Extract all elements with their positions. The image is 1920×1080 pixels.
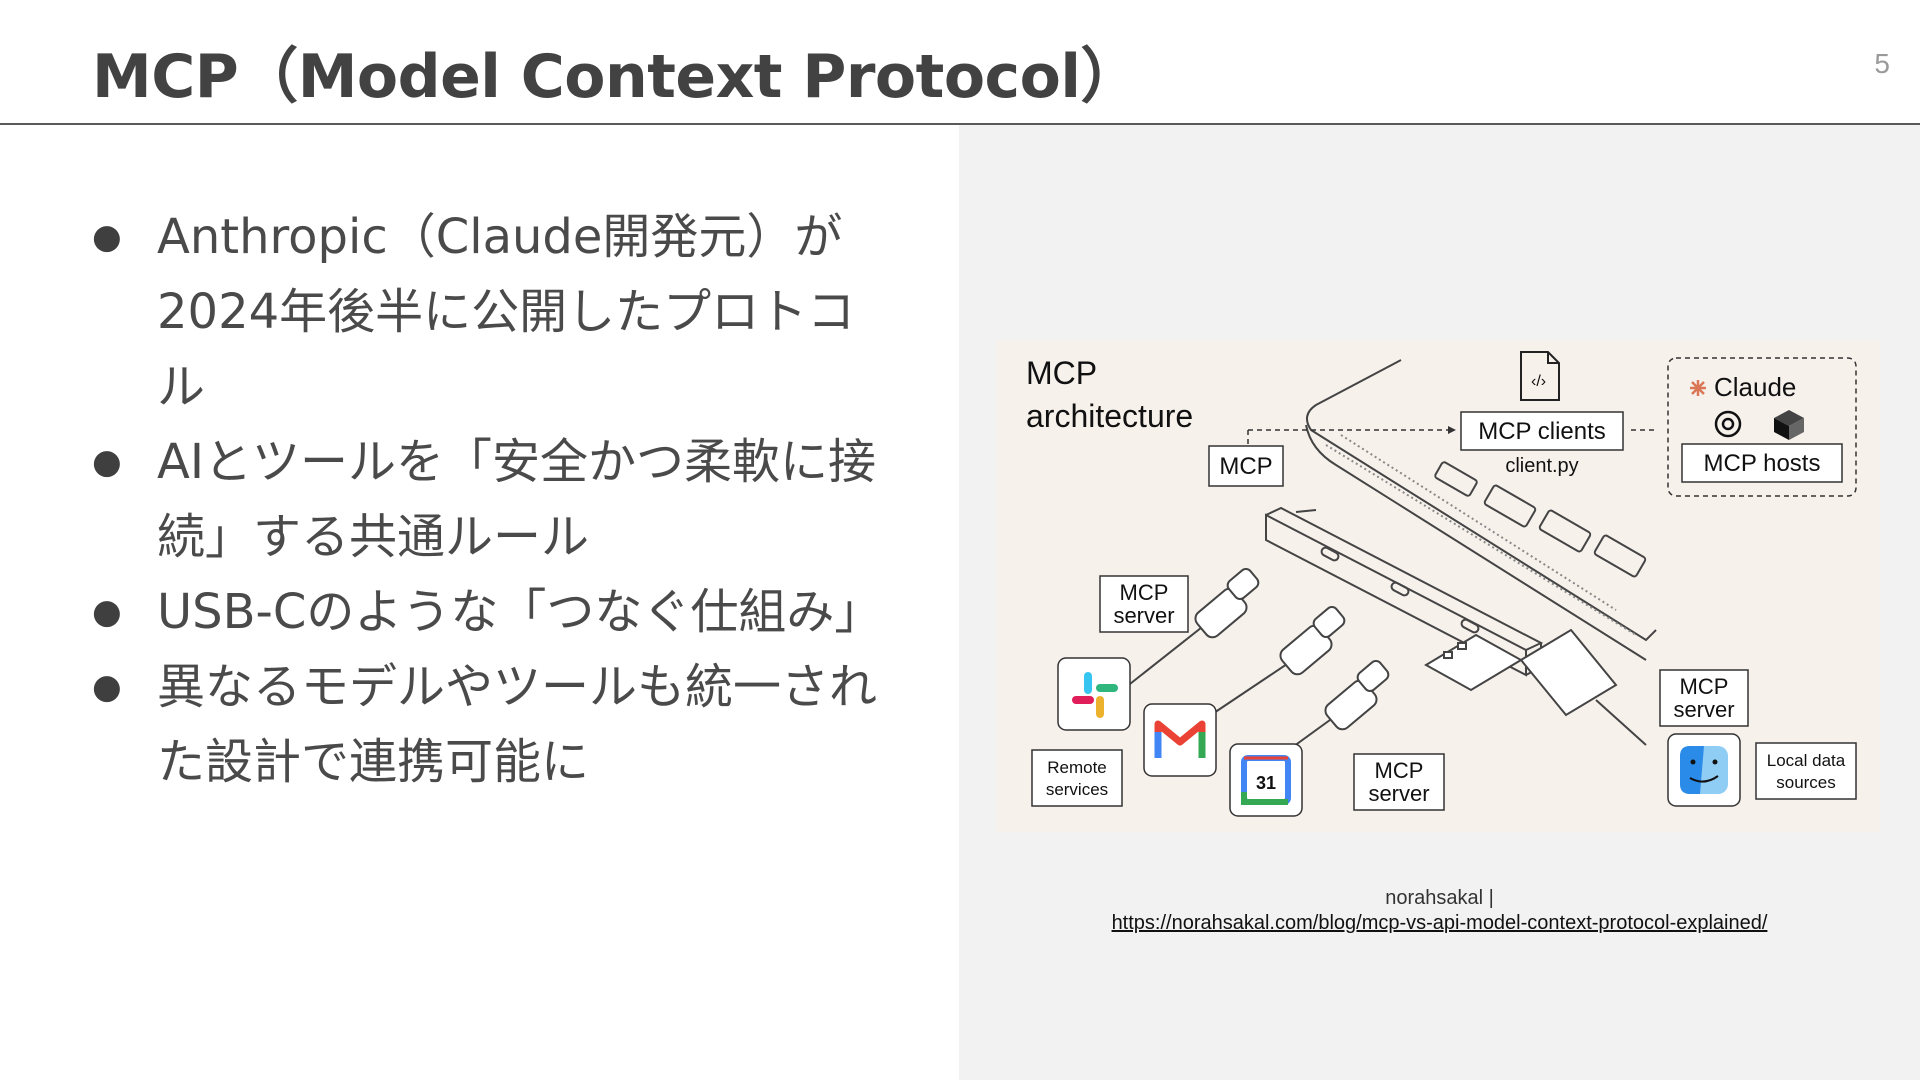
slide-title: MCP（Model Context Protocol） xyxy=(92,42,1140,112)
mcp-hosts-label: MCP hosts xyxy=(1704,450,1821,477)
svg-text:31: 31 xyxy=(1256,773,1276,793)
diagram-title-line1: MCP xyxy=(1026,355,1097,391)
bullet-text: AIとツールを「安全かつ柔軟に接続」する共通ルール xyxy=(157,434,876,565)
bullet-list: ●Anthropic（Claude開発元）が2024年後半に公開したプロトコル … xyxy=(92,200,892,800)
svg-text:server: server xyxy=(1673,697,1734,722)
remote-services-label-1: Remote xyxy=(1047,758,1107,777)
svg-text:MCP: MCP xyxy=(1680,674,1729,699)
remote-services-box xyxy=(1031,749,1123,807)
image-caption: norahsakal | https://norahsakal.com/blog… xyxy=(959,886,1920,936)
svg-text:server: server xyxy=(1113,603,1174,628)
bullet-text: USB-Cのような「つなぐ仕組み」 xyxy=(157,584,883,640)
claude-label: Claude xyxy=(1714,372,1796,402)
bullet-dot-icon: ● xyxy=(92,217,122,257)
mcp-clients-label: MCP clients xyxy=(1478,418,1606,445)
local-data-label-1: Local data xyxy=(1767,751,1846,770)
usb-hub-illustration xyxy=(1265,506,1544,677)
page-number: 5 xyxy=(1874,48,1890,79)
diagram-title-line2: architecture xyxy=(1026,398,1193,434)
mcp-label: MCP xyxy=(1219,453,1272,480)
bullet-text: Anthropic（Claude開発元）が2024年後半に公開したプロトコル xyxy=(157,209,856,415)
claude-logo-icon xyxy=(1690,380,1706,396)
svg-text:MCP: MCP xyxy=(1375,758,1424,783)
slack-icon xyxy=(1057,657,1131,731)
mcp-box xyxy=(1208,445,1284,487)
caption-source: norahsakal | xyxy=(1385,887,1494,909)
gmail-icon xyxy=(1143,703,1217,777)
finder-icon xyxy=(1667,733,1741,807)
mcp-server-box: MCP server xyxy=(1099,575,1189,633)
bullet-dot-icon: ● xyxy=(92,592,122,632)
mcp-hosts-group xyxy=(1667,357,1857,497)
bullet-item: ● Anthropic（Claude開発元）が2024年後半に公開したプロトコル xyxy=(92,200,892,425)
title-divider xyxy=(0,123,1920,125)
source-link[interactable]: https://norahsakal.com/blog/mcp-vs-api-m… xyxy=(1111,912,1768,934)
bullet-dot-icon: ● xyxy=(92,442,122,482)
bullet-text: 異なるモデルやツールも統一された設計で連携可能に xyxy=(157,659,878,790)
mcp-hosts-box xyxy=(1681,443,1843,483)
remote-services-label-2: services xyxy=(1046,780,1108,799)
svg-text:MCP: MCP xyxy=(1120,580,1169,605)
client-file-label: client.py xyxy=(1505,455,1578,477)
svg-text:‹/›: ‹/› xyxy=(1531,373,1546,390)
local-data-label-2: sources xyxy=(1776,773,1836,792)
google-calendar-icon: 31 xyxy=(1229,743,1303,817)
usb-a-cable-icon xyxy=(1424,628,1647,746)
usb-c-cable-icon xyxy=(1115,568,1390,771)
svg-text:server: server xyxy=(1368,781,1429,806)
bullet-item: ● USB-Cのような「つなぐ仕組み」 xyxy=(92,575,892,650)
bullet-dot-icon: ● xyxy=(92,667,122,707)
mcp-server-box: MCP server xyxy=(1353,753,1445,811)
mcp-server-box: MCP server xyxy=(1659,669,1749,727)
code-file-icon: ‹/› xyxy=(1520,351,1560,401)
laptop-illustration xyxy=(1305,359,1657,661)
bullet-item: ● AIとツールを「安全かつ柔軟に接続」する共通ルール xyxy=(92,425,892,575)
cube-logo-icon xyxy=(1774,410,1804,440)
local-data-box xyxy=(1755,742,1857,800)
bullet-item: ● 異なるモデルやツールも統一された設計で連携可能に xyxy=(92,650,892,800)
mcp-architecture-diagram: MCP architecture xyxy=(996,340,1880,832)
mcp-clients-box xyxy=(1460,411,1624,451)
openai-logo-icon xyxy=(1714,410,1742,438)
